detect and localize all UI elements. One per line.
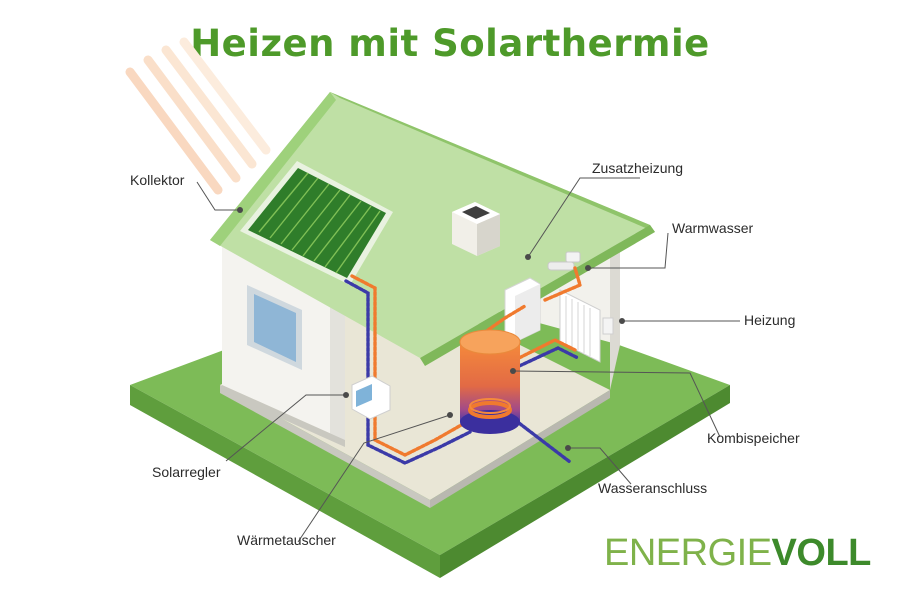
label-kollektor: Kollektor	[130, 172, 184, 188]
label-warmwasser: Warmwasser	[672, 220, 753, 236]
combi-storage-tank	[460, 330, 520, 434]
energievoll-logo: ENERGIEVOLL	[604, 532, 871, 575]
label-solarregler: Solarregler	[152, 464, 220, 480]
label-heizung: Heizung	[744, 312, 795, 328]
auxiliary-heater	[505, 278, 540, 342]
sun-rays	[130, 42, 266, 190]
logo-part-energie: ENERGIE	[604, 532, 772, 574]
label-wasseranschluss: Wasseranschluss	[598, 480, 707, 496]
label-waermetauscher: Wärmetauscher	[237, 532, 336, 548]
label-zusatzheizung: Zusatzheizung	[592, 160, 683, 176]
label-kombispeicher: Kombispeicher	[707, 430, 800, 446]
solar-controller	[352, 376, 390, 419]
logo-part-voll: VOLL	[772, 532, 871, 574]
